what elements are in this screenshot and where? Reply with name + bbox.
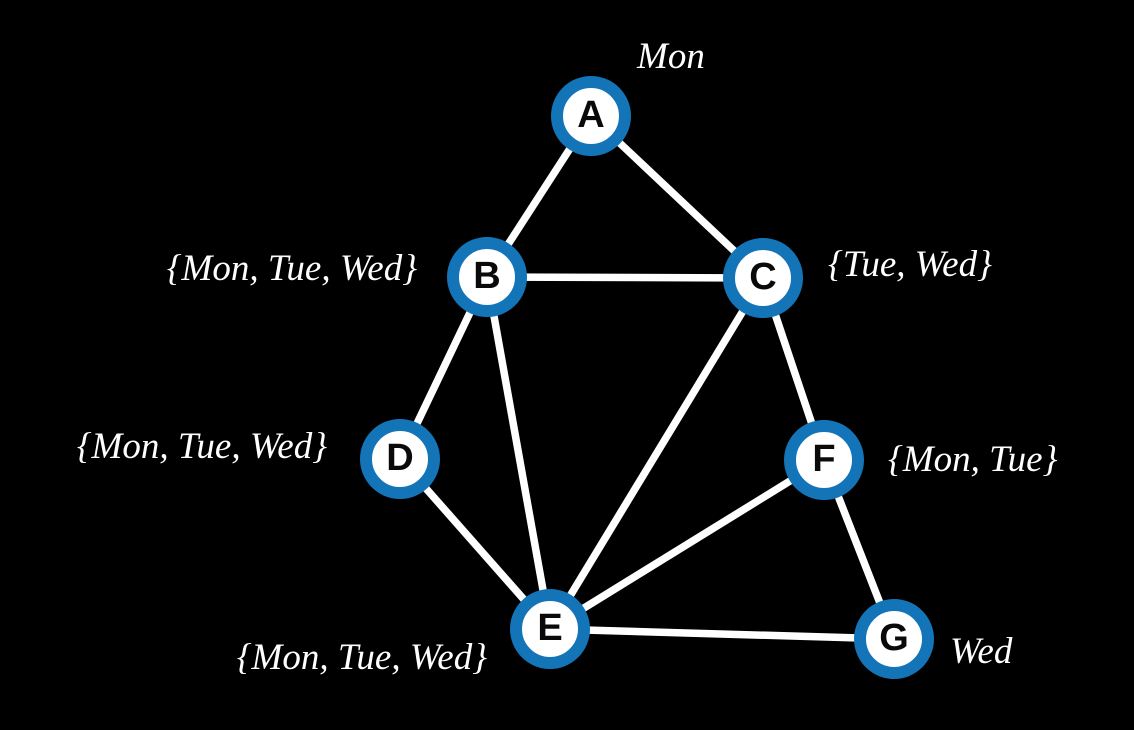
node-e-domain-label: {Mon, Tue, Wed} — [236, 637, 487, 678]
node-f-letter: F — [812, 438, 836, 480]
node-g: G — [854, 599, 934, 679]
node-b-domain-label: {Mon, Tue, Wed} — [166, 248, 417, 289]
node-g-domain-label: Wed — [950, 631, 1013, 672]
node-f: F — [784, 420, 864, 500]
node-b: B — [447, 237, 527, 317]
node-c: C — [723, 238, 803, 318]
edge-e-f — [546, 456, 828, 633]
edge-c-e — [546, 274, 767, 633]
node-c-domain-label: {Tue, Wed} — [828, 244, 992, 285]
node-a-letter: A — [577, 94, 605, 136]
node-d-letter: D — [386, 437, 414, 479]
node-d: D — [360, 419, 440, 499]
node-f-domain-label: {Mon, Tue} — [888, 439, 1058, 480]
node-e: E — [510, 589, 590, 669]
node-e-letter: E — [537, 607, 563, 649]
node-c-letter: C — [749, 256, 777, 298]
node-a-domain-label: Mon — [637, 36, 705, 77]
edge-e-g — [546, 625, 898, 643]
node-d-domain-label: {Mon, Tue, Wed} — [76, 426, 327, 467]
edge-b-c — [483, 273, 767, 282]
edge-b-e — [483, 273, 554, 633]
node-b-letter: B — [473, 255, 501, 297]
node-a: A — [551, 76, 631, 156]
node-g-letter: G — [879, 617, 909, 659]
